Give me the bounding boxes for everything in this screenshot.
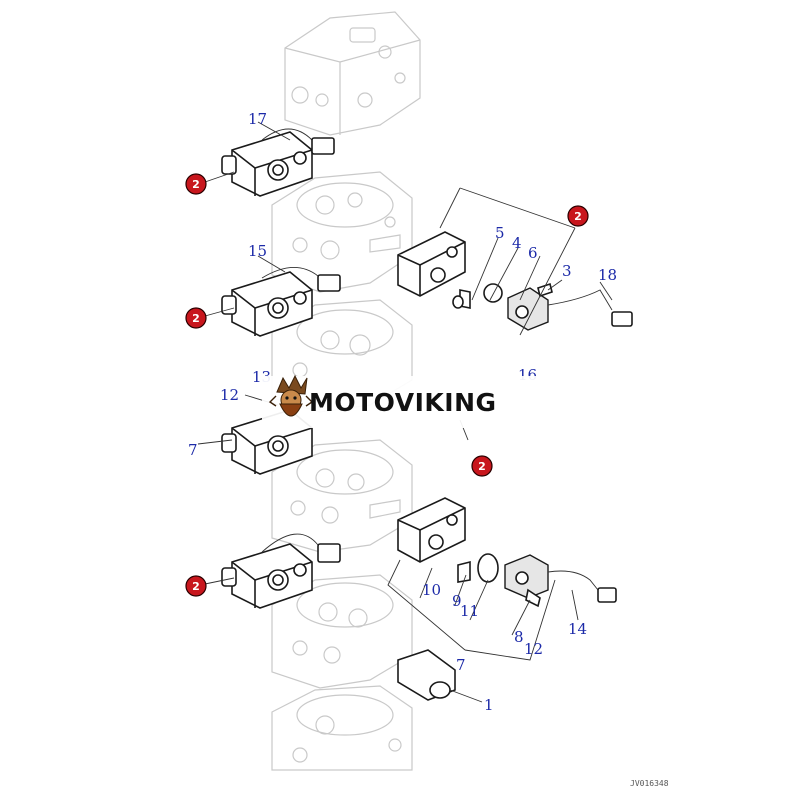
part-label-14: 14 — [568, 620, 587, 638]
part-label-10: 10 — [422, 581, 441, 599]
callout-badge-text: 2 — [478, 460, 486, 473]
callout-badge-b5: 2 — [185, 575, 235, 597]
callout-badge-b2: 2 — [185, 307, 235, 329]
callout-badge-b4: 2 — [471, 455, 493, 477]
cartridge-part-1 — [397, 649, 483, 703]
part-label-5: 5 — [495, 224, 505, 242]
callout-badge-text: 2 — [192, 312, 200, 325]
solenoid-assembly-lower — [221, 533, 341, 609]
valve-block-1 — [284, 11, 421, 136]
part-label-3: 3 — [562, 262, 572, 280]
part-label-12-lower: 12 — [524, 640, 543, 658]
callout-badge-text: 2 — [192, 580, 200, 593]
part-label-9: 9 — [452, 592, 462, 610]
part-label-11: 11 — [460, 602, 479, 620]
viking-mascot-logo — [268, 374, 314, 417]
part-label-1: 1 — [484, 696, 494, 714]
part-label-4: 4 — [512, 234, 522, 252]
part-label-8: 8 — [514, 628, 524, 646]
part-label-7: 7 — [188, 441, 198, 459]
part-label-7-lower: 7 — [456, 656, 466, 674]
leader-lines — [197, 121, 613, 661]
solenoid-assembly-17 — [221, 128, 335, 197]
right-solenoid-assembly-lower — [397, 497, 617, 608]
part-label-6: 6 — [528, 244, 538, 262]
right-solenoid-assembly-upper — [397, 231, 633, 331]
part-number-labels: 17 15 13 12 7 5 4 6 3 18 16 10 9 11 8 12… — [188, 110, 617, 714]
solenoid-assembly-15 — [221, 267, 341, 337]
callout-badge-text: 2 — [574, 210, 582, 223]
callout-badge-b3: 2 — [567, 205, 589, 227]
valve-block-4 — [271, 439, 413, 553]
callout-badge-b1: 2 — [185, 171, 235, 195]
callout-badge-text: 2 — [192, 178, 200, 191]
part-label-17: 17 — [248, 110, 267, 128]
part-label-12: 12 — [220, 386, 239, 404]
valve-block-6 — [271, 685, 413, 771]
drawing-reference-code: JV016348 — [630, 779, 669, 788]
watermark-brand-text: MOTOVIKING — [309, 388, 497, 417]
part-label-18: 18 — [598, 266, 617, 284]
brand-watermark: MOTOVIKING — [262, 374, 538, 428]
part-label-15: 15 — [248, 242, 267, 260]
